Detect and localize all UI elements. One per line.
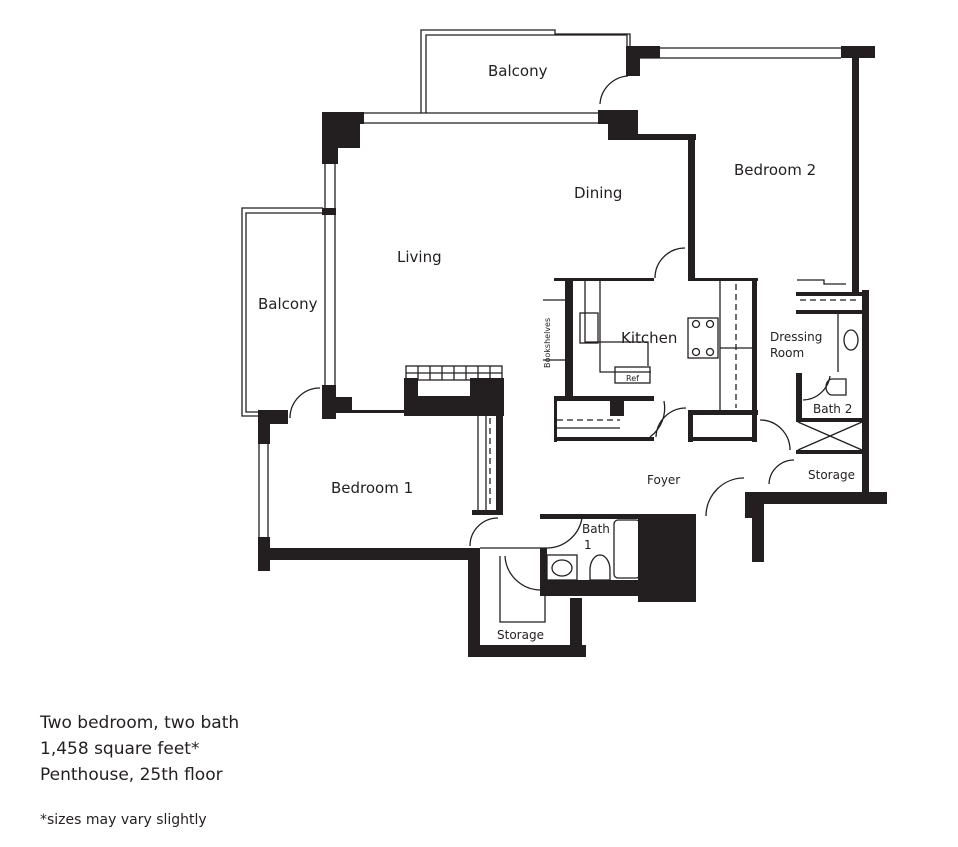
unit-summary: Two bedroom, two bath 1,458 square feet*… (40, 710, 239, 788)
size-footnote: *sizes may vary slightly (40, 812, 207, 828)
label-bedroom-2: Bedroom 2 (734, 161, 816, 179)
label-bookshelves: Bookshelves (543, 318, 552, 368)
label-living: Living (397, 248, 442, 266)
label-balcony-top: Balcony (488, 62, 548, 80)
label-bath-2: Bath 2 (813, 402, 852, 416)
label-kitchen: Kitchen (621, 329, 677, 347)
label-balcony-left: Balcony (258, 295, 318, 313)
unit-floor: Penthouse, 25th floor (40, 765, 223, 785)
label-ref: Ref (626, 374, 639, 383)
label-dressing-room-2: Room (770, 346, 804, 360)
unit-area: 1,458 square feet* (40, 739, 200, 759)
thin-lines (241, 29, 863, 623)
label-bath-1-line2: 1 (584, 538, 592, 552)
label-storage-bottom: Storage (497, 628, 544, 642)
label-bedroom-1: Bedroom 1 (331, 479, 413, 497)
label-dining: Dining (574, 184, 622, 202)
label-storage-right: Storage (808, 468, 855, 482)
label-foyer: Foyer (647, 473, 680, 487)
label-bath-1-line1: Bath (582, 522, 610, 536)
label-dressing-room-1: Dressing (770, 330, 822, 344)
unit-type: Two bedroom, two bath (40, 713, 240, 733)
room-labels: Balcony Dining Living Bedroom 2 Balcony … (258, 62, 855, 642)
walls (258, 46, 887, 657)
